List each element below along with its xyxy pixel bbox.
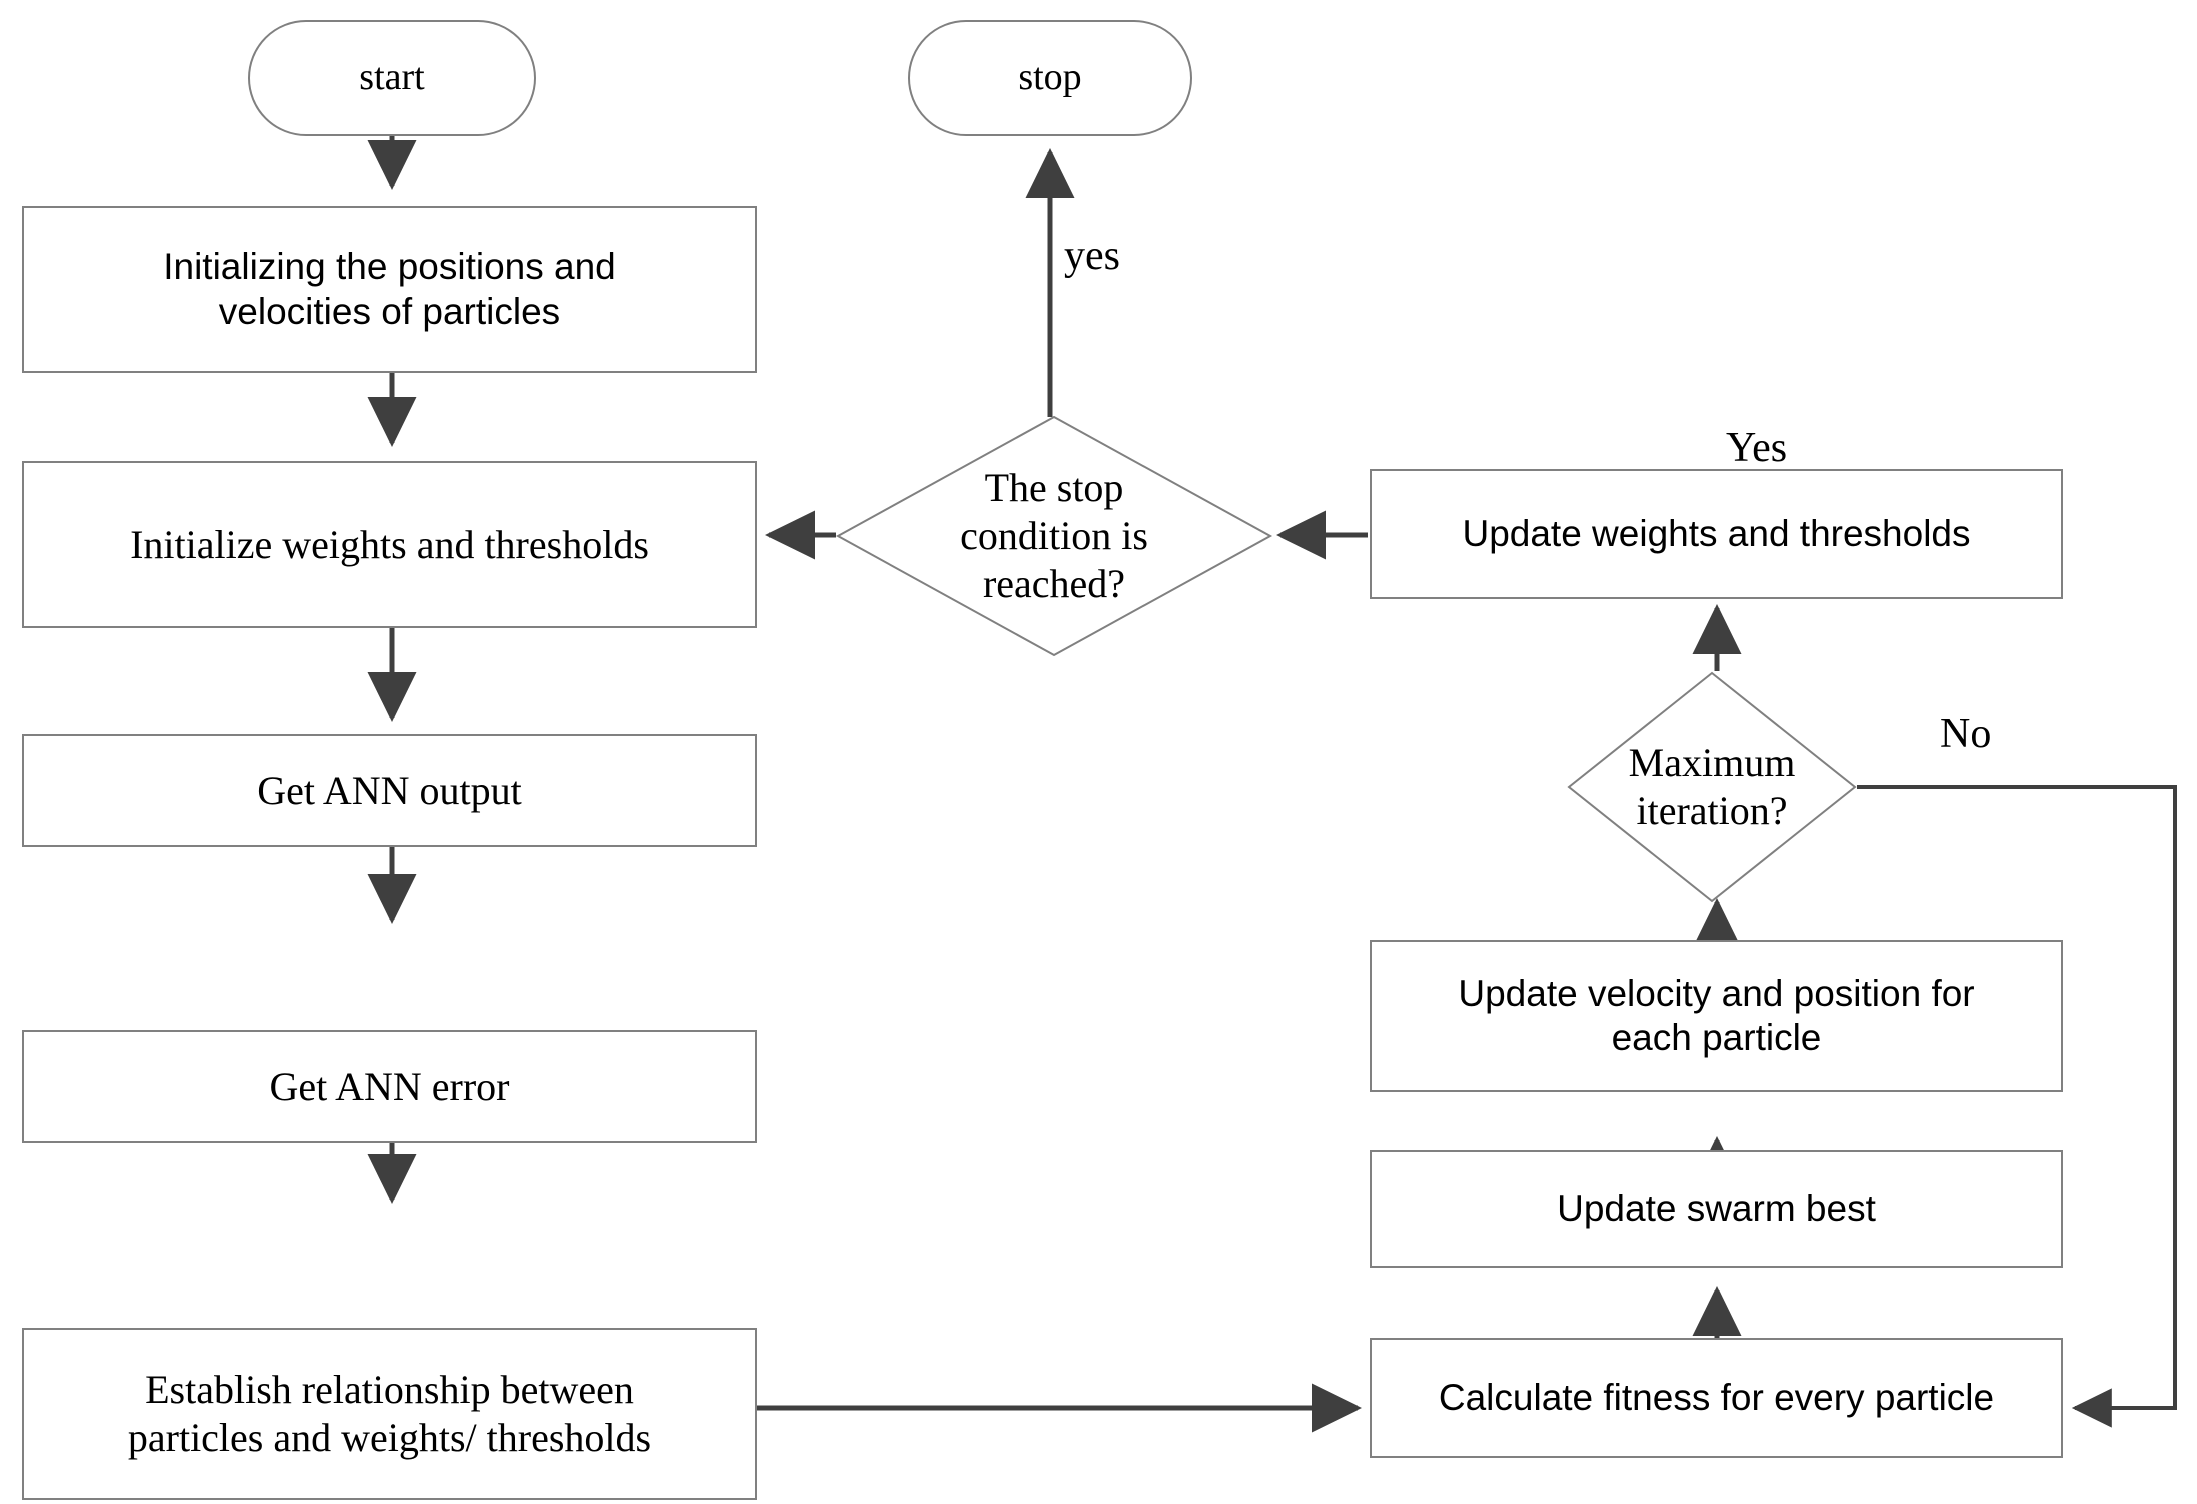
process-update-weights[interactable]: Update weights and thresholds <box>1370 469 2063 599</box>
process-get-ann-output-label: Get ANN output <box>257 767 522 813</box>
process-get-ann-output[interactable]: Get ANN output <box>22 734 757 847</box>
edge-label-no-max-iteration: No <box>1940 711 1992 757</box>
edge-max-iteration-no-to-calculate-fitness <box>1857 785 2177 1428</box>
process-update-swarm-best-label: Update swarm best <box>1557 1187 1876 1229</box>
process-calculate-fitness[interactable]: Calculate fitness for every particle <box>1370 1338 2063 1458</box>
edge-label-yes-max-iteration: Yes <box>1726 425 1788 471</box>
process-get-ann-error-label: Get ANN error <box>269 1063 510 1109</box>
process-calculate-fitness-label: Calculate fitness for every particle <box>1438 1376 1995 1418</box>
decision-max-iteration[interactable]: Maximum iteration? <box>1572 716 1852 858</box>
terminal-stop-label: stop <box>1018 56 1082 99</box>
process-establish-relationship-label: Establish relationship between particles… <box>127 1367 652 1460</box>
decision-stop-condition[interactable]: The stop condition is reached? <box>864 452 1244 620</box>
decision-stop-condition-label: The stop condition is reached? <box>960 465 1148 606</box>
process-get-ann-error[interactable]: Get ANN error <box>22 1030 757 1143</box>
process-init-weights-label: Initialize weights and thresholds <box>130 521 649 567</box>
process-init-weights[interactable]: Initialize weights and thresholds <box>22 461 757 628</box>
process-update-swarm-best[interactable]: Update swarm best <box>1370 1150 2063 1268</box>
process-update-weights-label: Update weights and thresholds <box>1462 512 1971 554</box>
edge-label-yes-stop: yes <box>1064 233 1120 279</box>
decision-max-iteration-label: Maximum iteration? <box>1628 740 1796 833</box>
process-update-velocity-label: Update velocity and position for each pa… <box>1458 972 1975 1058</box>
process-establish-relationship[interactable]: Establish relationship between particles… <box>22 1328 757 1500</box>
process-init-particles-label: Initializing the positions and velocitie… <box>163 246 616 332</box>
process-update-velocity[interactable]: Update velocity and position for each pa… <box>1370 940 2063 1092</box>
terminal-start[interactable]: start <box>248 20 536 136</box>
process-init-particles[interactable]: Initializing the positions and velocitie… <box>22 206 757 373</box>
terminal-start-label: start <box>359 56 425 99</box>
terminal-stop[interactable]: stop <box>908 20 1192 136</box>
